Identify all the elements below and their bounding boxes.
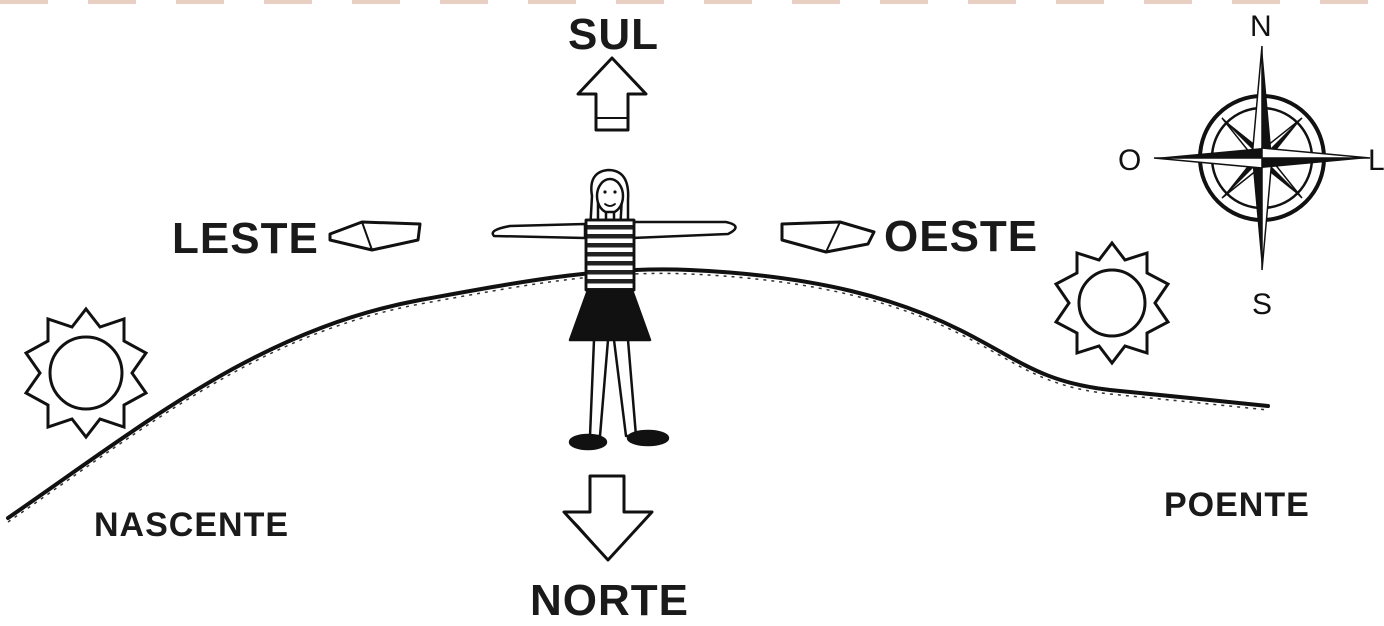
girl-figure [493,170,736,449]
arrow-up-icon [578,58,646,130]
compass-south-label: S [1252,288,1272,322]
label-north: NORTE [530,576,689,626]
compass-north-label: N [1250,10,1272,44]
label-sunrise: NASCENTE [94,506,289,545]
compass-rose-icon [1154,46,1370,270]
label-east: LESTE [172,214,319,264]
compass-west-label: O [1118,144,1141,178]
arrow-right-icon [782,222,874,252]
label-sunset: POENTE [1164,486,1310,525]
compass-east-label: L [1368,144,1384,178]
label-south: SUL [568,10,659,60]
arrow-down-icon [564,476,652,560]
sunset-sun-icon [1056,243,1168,363]
sunrise-sun-icon [26,309,146,437]
arrow-left-icon [330,222,420,250]
label-west: OESTE [884,212,1038,262]
